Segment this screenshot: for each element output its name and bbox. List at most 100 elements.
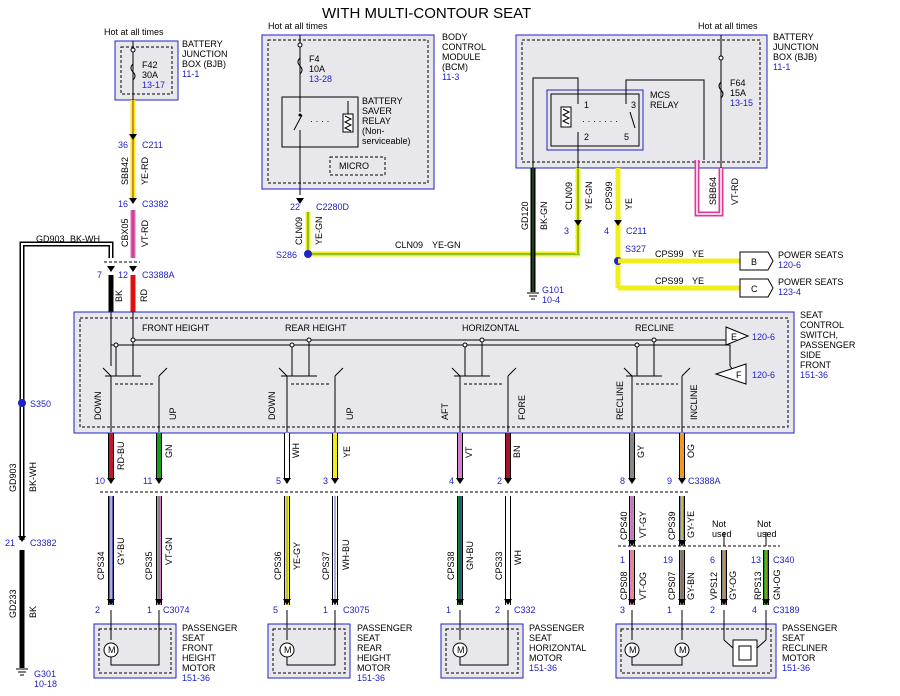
svg-text:C3382: C3382 — [30, 538, 57, 548]
svg-text:SIDE: SIDE — [800, 350, 821, 360]
fuse-f42-amps: 30A — [142, 70, 158, 80]
svg-text:1: 1 — [584, 100, 589, 110]
svg-text:RPS13: RPS13 — [753, 571, 763, 600]
svg-text:RECLINE: RECLINE — [635, 323, 674, 333]
switch-group-3 — [451, 337, 517, 432]
svg-text:UP: UP — [345, 407, 355, 420]
svg-text:F4: F4 — [309, 54, 320, 64]
svg-text:CPS35: CPS35 — [144, 551, 154, 580]
svg-text:(BCM): (BCM) — [442, 62, 468, 72]
svg-text:151-36: 151-36 — [357, 673, 385, 683]
diagram-title: WITH MULTI-CONTOUR SEAT — [322, 5, 531, 22]
svg-text:SEAT: SEAT — [182, 633, 205, 643]
svg-text:BATTERY: BATTERY — [362, 96, 403, 106]
svg-text:CPS99: CPS99 — [655, 249, 684, 259]
svg-text:MOTOR: MOTOR — [782, 653, 816, 663]
svg-text:MCS: MCS — [650, 90, 670, 100]
svg-text:120-6: 120-6 — [752, 332, 775, 342]
svg-text:REAR HEIGHT: REAR HEIGHT — [285, 323, 347, 333]
svg-text:WH: WH — [513, 550, 523, 565]
svg-text:GD120: GD120 — [520, 201, 530, 230]
svg-text:C3075: C3075 — [343, 605, 370, 615]
svg-text:3: 3 — [323, 476, 328, 486]
connector-b — [739, 251, 774, 271]
svg-text:3: 3 — [620, 605, 625, 615]
svg-text:FRONT: FRONT — [182, 643, 213, 653]
svg-text:BN: BN — [512, 445, 522, 458]
svg-text:SEAT: SEAT — [529, 633, 552, 643]
svg-text:CLN09: CLN09 — [294, 217, 304, 245]
svg-text:10: 10 — [95, 476, 105, 486]
svg-text:FORE: FORE — [517, 395, 527, 420]
svg-text:GD903: GD903 — [36, 234, 65, 244]
hot-label-bcm: Hot at all times — [268, 21, 328, 31]
svg-text:C3388A: C3388A — [142, 270, 175, 280]
svg-text:HORIZONTAL: HORIZONTAL — [529, 643, 586, 653]
svg-text:BK-WH: BK-WH — [70, 234, 100, 244]
bjb-left-box — [114, 40, 179, 101]
svg-text:4: 4 — [752, 605, 757, 615]
svg-text:RECLINER: RECLINER — [782, 643, 828, 653]
connector-c — [739, 278, 774, 298]
ground-g301: G301 — [34, 669, 56, 679]
svg-text:PASSENGER: PASSENGER — [529, 623, 585, 633]
svg-text:1: 1 — [147, 605, 152, 615]
fuse-f42-name: F42 — [142, 60, 158, 70]
svg-text:13-28: 13-28 — [309, 74, 332, 84]
svg-text:PASSENGER: PASSENGER — [782, 623, 838, 633]
svg-text:CPS34: CPS34 — [96, 551, 106, 580]
svg-text:10A: 10A — [309, 64, 325, 74]
fuse-f4-icon — [297, 57, 303, 75]
svg-text:MICRO: MICRO — [339, 161, 369, 171]
svg-text:HORIZONTAL: HORIZONTAL — [462, 323, 519, 333]
svg-text:C211: C211 — [142, 140, 163, 150]
svg-text:8: 8 — [620, 476, 625, 486]
svg-text:1: 1 — [446, 605, 451, 615]
svg-text:CPS36: CPS36 — [273, 551, 283, 580]
svg-text:1: 1 — [667, 605, 672, 615]
svg-text:AFT: AFT — [440, 402, 450, 420]
svg-text:CPS39: CPS39 — [667, 511, 677, 540]
svg-text:· · · ·: · · · · — [310, 116, 330, 126]
svg-text:FRONT HEIGHT: FRONT HEIGHT — [142, 323, 210, 333]
svg-text:YE-GN: YE-GN — [432, 240, 461, 250]
svg-text:VT: VT — [464, 446, 474, 458]
svg-text:CPS07: CPS07 — [667, 571, 677, 600]
micro-box — [329, 156, 386, 176]
svg-text:Not: Not — [712, 519, 727, 529]
svg-text:YE: YE — [692, 249, 704, 259]
svg-text:S350: S350 — [30, 399, 51, 409]
svg-text:MOTOR: MOTOR — [182, 663, 216, 673]
switch-group-1 — [102, 337, 168, 432]
svg-text:YE-GN: YE-GN — [314, 216, 324, 245]
svg-text:GY-BU: GY-BU — [116, 537, 126, 565]
svg-text:CONTROL: CONTROL — [800, 320, 844, 330]
svg-text:GY: GY — [636, 445, 646, 458]
svg-text:RELAY: RELAY — [650, 100, 679, 110]
wire-pair-6 — [504, 433, 512, 605]
svg-text:GD233: GD233 — [8, 589, 18, 618]
fuse-f42-ref: 13-17 — [142, 80, 165, 90]
svg-text:151-36: 151-36 — [782, 663, 810, 673]
svg-text:PASSENGER: PASSENGER — [357, 623, 413, 633]
svg-text:CPS08: CPS08 — [619, 571, 629, 600]
bjb-left-ref: 11-1 — [182, 69, 199, 79]
svg-text:MOTOR: MOTOR — [529, 653, 563, 663]
svg-text:C3189: C3189 — [773, 605, 800, 615]
svg-text:C: C — [751, 284, 758, 294]
bjb-left-line3: BOX (BJB) — [182, 59, 226, 69]
svg-text:PASSENGER: PASSENGER — [800, 340, 856, 350]
connector-e — [725, 326, 750, 346]
svg-text:M: M — [679, 645, 687, 655]
svg-text:POWER SEATS: POWER SEATS — [778, 277, 843, 287]
svg-text:SBB42: SBB42 — [120, 157, 130, 185]
svg-text:6: 6 — [710, 555, 715, 565]
seat-control-switch-box — [73, 311, 795, 434]
svg-text:BATTERY: BATTERY — [773, 32, 814, 42]
svg-text:WH: WH — [291, 443, 301, 458]
svg-text:M: M — [629, 645, 637, 655]
motor-3: M — [440, 610, 524, 679]
svg-text:4: 4 — [449, 476, 454, 486]
svg-text:HEIGHT: HEIGHT — [182, 653, 217, 663]
wire-pair-4 — [331, 433, 339, 605]
